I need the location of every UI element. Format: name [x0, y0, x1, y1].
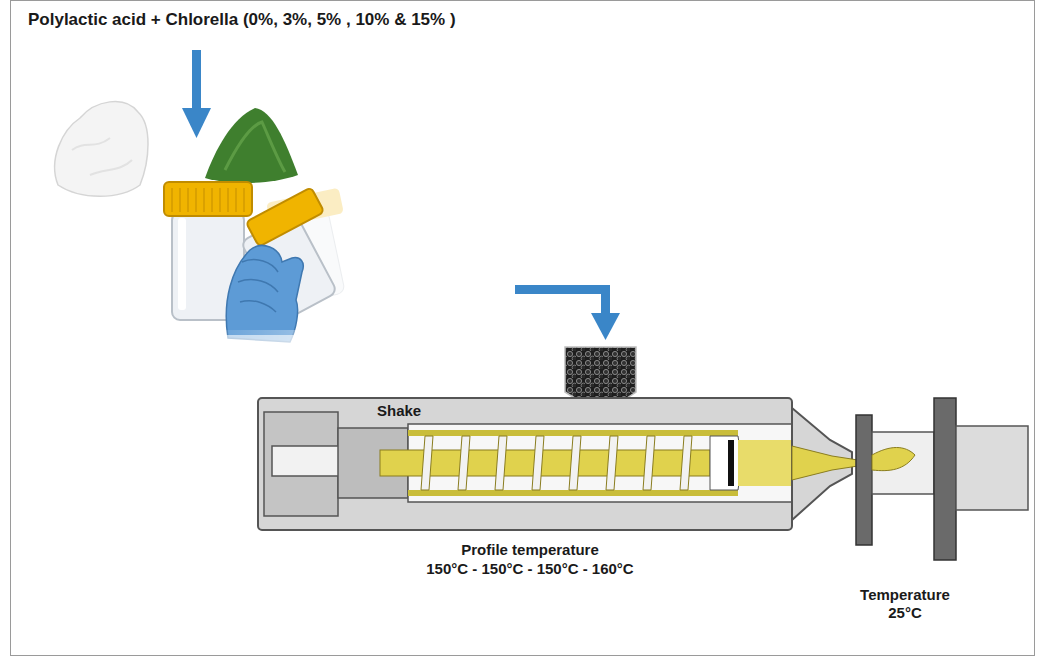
profile-heading: Profile temperature: [461, 541, 599, 559]
down-arrow: [182, 50, 211, 138]
screw-flight: [643, 436, 655, 490]
chlorella-powder: [205, 108, 298, 183]
screw-flight: [495, 436, 507, 490]
chlorella-shade: [225, 122, 285, 172]
shaking-hand: [200, 187, 525, 375]
screw-flight: [532, 436, 544, 490]
nozzle: [792, 408, 858, 520]
bent-arrow: [515, 285, 620, 340]
screw-flight: [606, 436, 618, 490]
mold: [856, 398, 1028, 560]
step-label: Shake: [377, 402, 421, 420]
injection-barrel: [258, 398, 792, 530]
screw-flight: [458, 436, 470, 490]
pla-powder: [55, 102, 148, 197]
screw-flight: [569, 436, 581, 490]
frame: [11, 1, 1035, 656]
temperature-values: 150°C - 150°C - 150°C - 160°C: [426, 560, 633, 578]
screw-flight: [421, 436, 433, 490]
screw-flight: [680, 436, 692, 490]
materials-heading: Polylactic acid + Chlorella (0%, 3%, 5% …: [28, 10, 456, 30]
pla-powder-shade: [72, 138, 132, 175]
mold-temperature: Temperature 25°C: [860, 586, 950, 622]
